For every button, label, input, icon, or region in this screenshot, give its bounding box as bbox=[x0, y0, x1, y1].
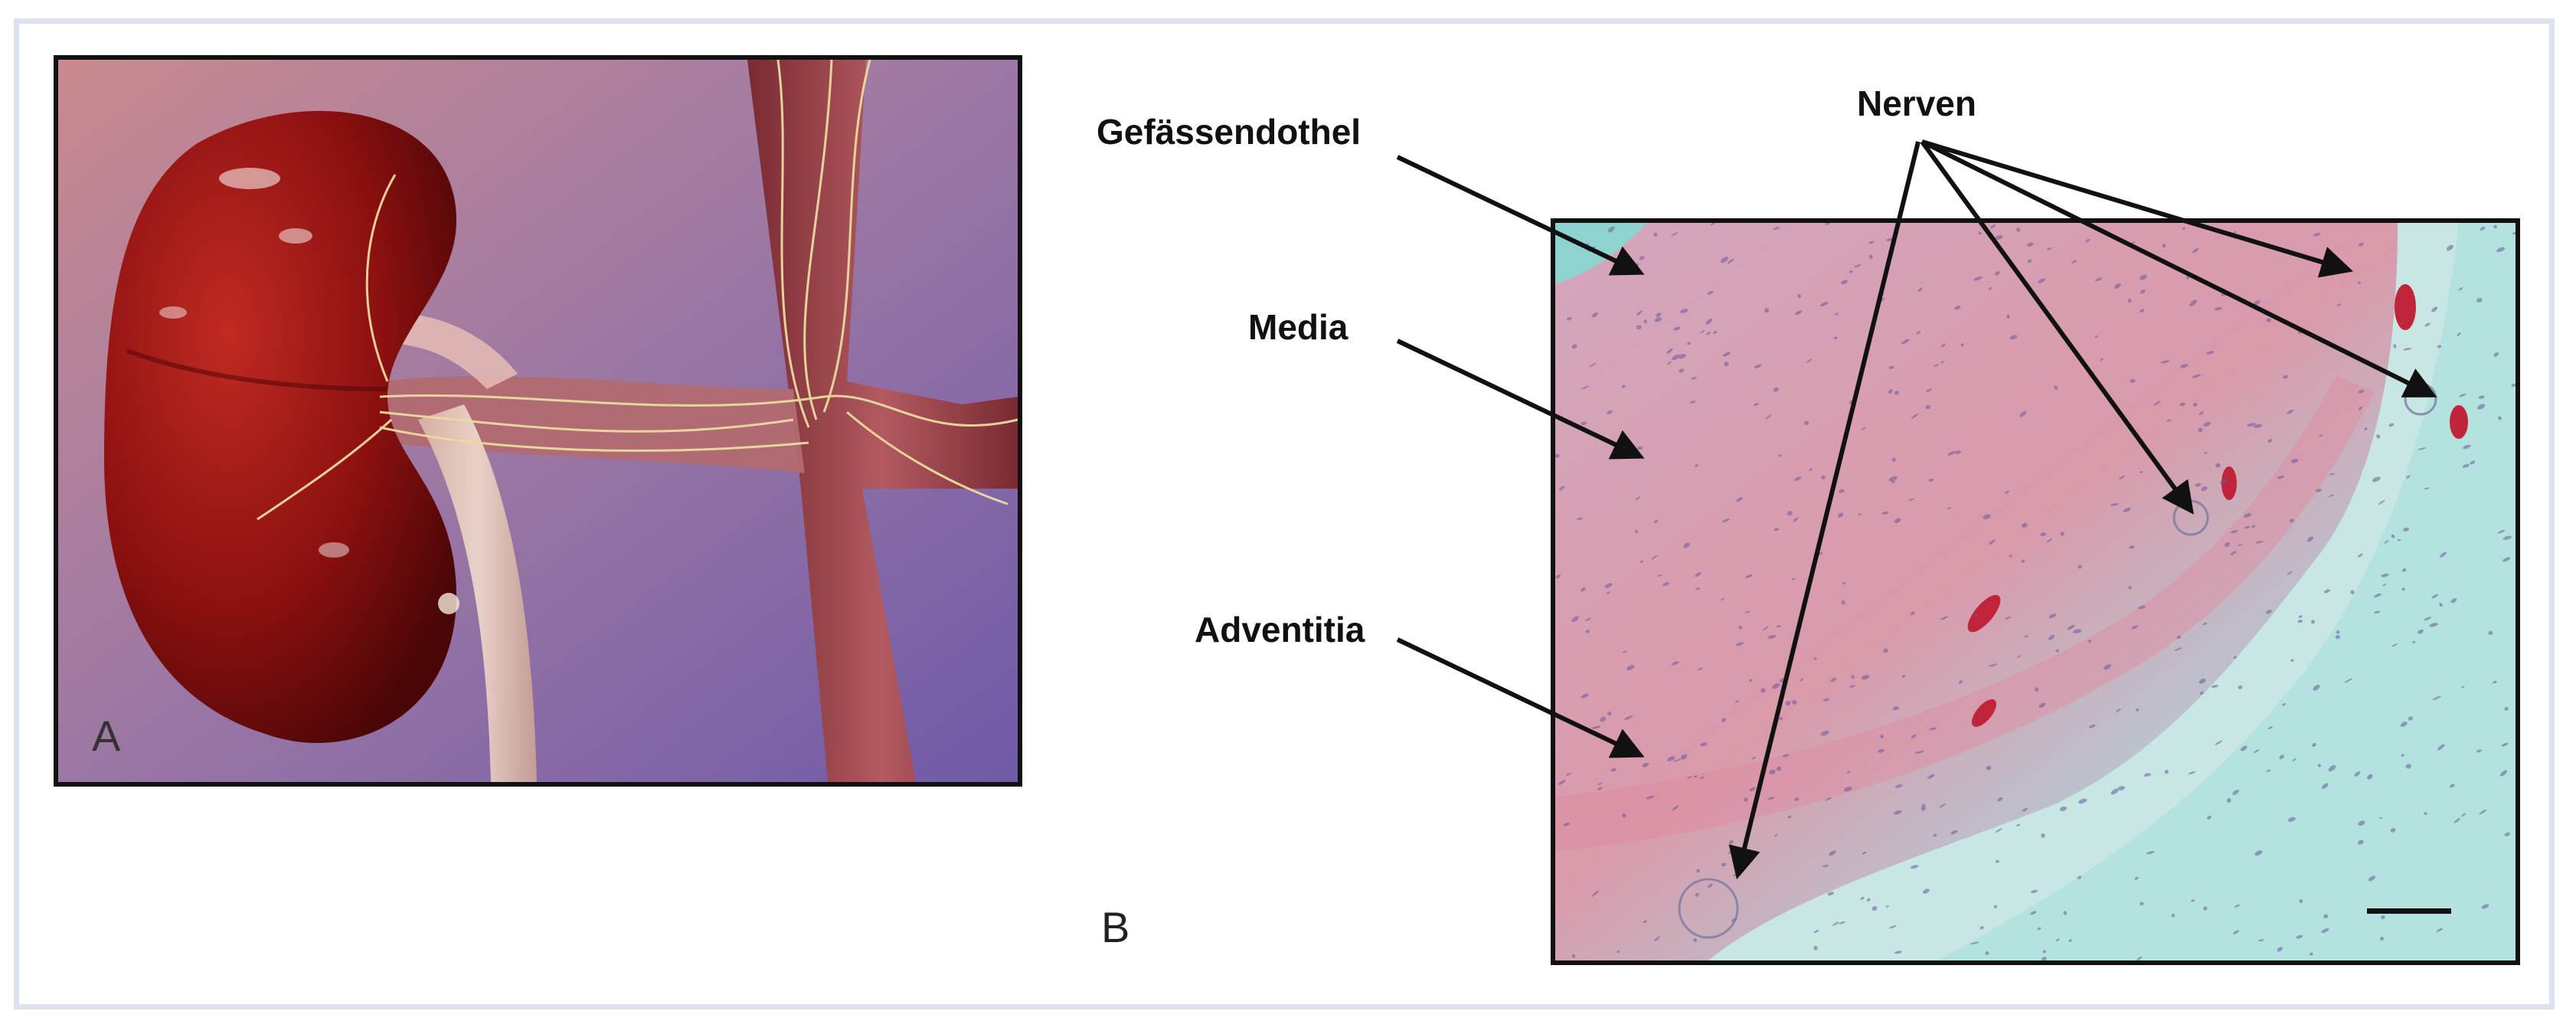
kidney-illustration-panel bbox=[54, 55, 1022, 787]
histology-micrograph bbox=[1555, 223, 2516, 960]
label-media: Media bbox=[1248, 307, 1348, 347]
label-gefaessendothel: Gefässendothel bbox=[1097, 112, 1362, 152]
label-nerven: Nerven bbox=[1857, 83, 1976, 123]
histology-micrograph-panel bbox=[1551, 218, 2520, 965]
panel-b-letter: B bbox=[1101, 903, 1130, 951]
panel-a-letter: A bbox=[92, 712, 121, 760]
label-adventitia: Adventitia bbox=[1195, 610, 1365, 650]
kidney-illustration bbox=[58, 60, 1018, 782]
